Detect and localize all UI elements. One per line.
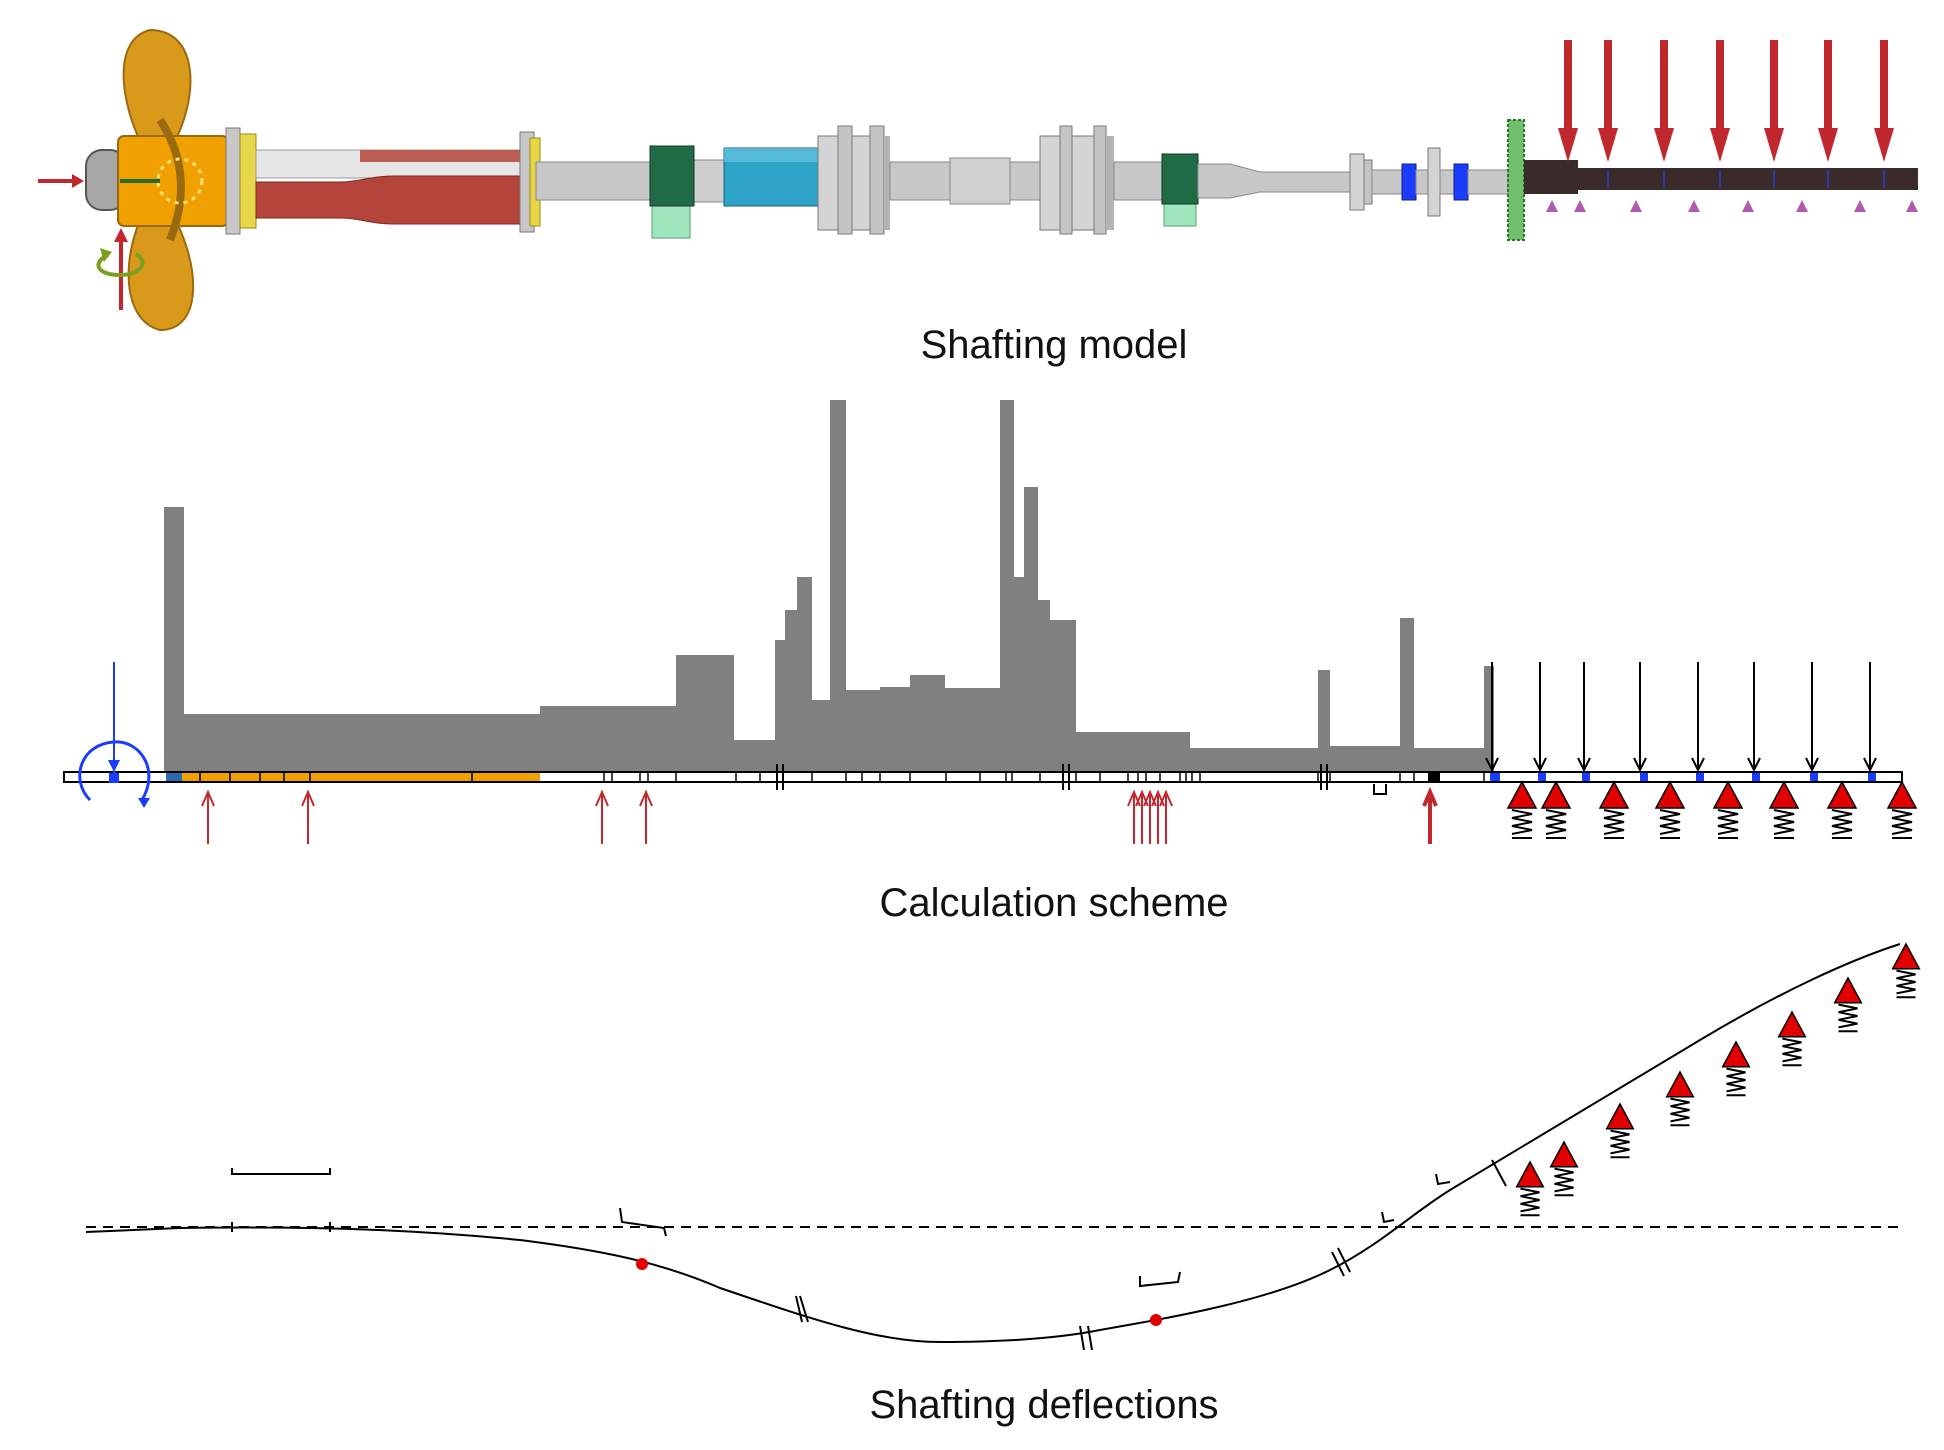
spring-support-icon [1654, 780, 1686, 839]
blue-coupling [723, 147, 821, 207]
spring-support-icon [1605, 1102, 1635, 1159]
deflection-point-1 [636, 1258, 648, 1270]
engine-node [1582, 773, 1590, 781]
flange-coupling-1 [817, 125, 890, 235]
flange-coupling-2 [1039, 125, 1114, 235]
engine-force-arrow-icon [1654, 40, 1674, 162]
spring-support-icon [1886, 780, 1918, 839]
cylinder-load-arrow-icon [1805, 662, 1819, 773]
beam-element-bar [63, 771, 1903, 783]
bearing-arrow-icon [595, 789, 609, 844]
engine-force-arrow-icon [1558, 40, 1578, 162]
engine-force-arrow-icon [1764, 40, 1784, 162]
cylinder-load-arrow-icon [1747, 662, 1761, 773]
propeller-moment-icon [78, 662, 151, 808]
engine-node [1868, 773, 1876, 781]
shafting-deflections-panel: Shafting deflections [85, 942, 1921, 1427]
rotation-arrow-icon [96, 248, 145, 278]
vertical-force-arrow-icon [114, 228, 128, 310]
engine-force-arrow-icon [1874, 40, 1894, 162]
engine-node [1640, 773, 1648, 781]
engine-spring-supports [1506, 780, 1918, 839]
shafting-deflections-caption: Shafting deflections [869, 1383, 1218, 1427]
support-triangle-icon [1742, 200, 1754, 212]
spring-support-icon [1768, 780, 1800, 839]
spring-support-icon [1506, 780, 1538, 839]
shafting-model-caption: Shafting model [921, 323, 1188, 367]
bearing-arrow-icon [1159, 789, 1173, 844]
engine-crankshaft [1524, 160, 1918, 194]
bearing-arrow-icon [301, 789, 315, 844]
cylinder-load-arrows [1485, 662, 1877, 781]
bearing-arrow-icon [1422, 786, 1438, 844]
support-triangle-icon [1546, 200, 1558, 212]
spring-support-icon [1826, 780, 1858, 839]
axial-thrust-arrow-icon [38, 174, 84, 188]
support-triangle-icon [1574, 200, 1586, 212]
shafting-model-panel: Shafting model [38, 28, 1918, 367]
support-triangle-icon [1854, 200, 1866, 212]
propeller-icon [85, 28, 229, 332]
engine-node [1538, 773, 1546, 781]
thrust-block [1428, 773, 1440, 781]
calculation-scheme-panel: Calculation scheme [63, 400, 1918, 925]
engine-node [1696, 773, 1704, 781]
engine-node [1752, 773, 1760, 781]
stiffness-profile [164, 400, 1494, 778]
spring-support-icon [1598, 780, 1630, 839]
spring-support-icon [1721, 1040, 1751, 1097]
engine-node [1492, 773, 1500, 781]
spring-support-icon [1891, 942, 1921, 999]
bearing-arrow-icon [639, 789, 653, 844]
intermediate-bearing-1 [649, 145, 695, 239]
flywheel-icon [1507, 119, 1525, 241]
deflection-point-2 [1150, 1314, 1162, 1326]
spring-support-icon [1515, 1160, 1545, 1217]
support-triangle-icon [1688, 200, 1700, 212]
engine-force-arrow-icon [1710, 40, 1730, 162]
deflection-curve [85, 943, 1901, 1344]
coupling-markers [776, 764, 1496, 795]
bearing-bracket [1373, 784, 1387, 795]
small-flanges [1349, 147, 1509, 217]
support-triangle-icon [1796, 200, 1808, 212]
calculation-scheme-caption: Calculation scheme [879, 881, 1228, 925]
stern-tube [255, 131, 541, 233]
spring-support-icon [1540, 780, 1572, 839]
support-triangle-icon [1630, 200, 1642, 212]
engine-force-arrow-icon [1598, 40, 1618, 162]
spring-support-icon [1549, 1140, 1579, 1197]
support-triangle-icon [1906, 200, 1918, 212]
engine-bearing-supports [1546, 200, 1918, 212]
engine-cylinder-force-arrows [1558, 40, 1894, 162]
cylinder-load-arrow-icon [1863, 662, 1877, 773]
spring-support-icon [1833, 976, 1863, 1033]
spring-support-icon [1777, 1010, 1807, 1067]
cylinder-load-arrow-icon [1577, 662, 1591, 773]
propeller-hub-segment [166, 773, 182, 781]
orange-segment [182, 773, 540, 781]
cylinder-load-arrow-icon [1691, 662, 1705, 773]
deflected-spring-supports [1515, 942, 1921, 1217]
bearing-arrow-icon [201, 789, 215, 844]
cylinder-load-arrow-icon [1533, 662, 1547, 773]
cylinder-load-arrow-icon [1485, 662, 1499, 773]
mid-shaft [889, 157, 1041, 205]
spring-support-icon [1712, 780, 1744, 839]
engine-node [1810, 773, 1818, 781]
bearing-reaction-arrows [201, 786, 1438, 844]
cylinder-load-arrow-icon [1633, 662, 1647, 773]
spring-support-icon [1665, 1070, 1695, 1127]
engine-force-arrow-icon [1818, 40, 1838, 162]
intermediate-bearing-2 [1161, 153, 1199, 227]
